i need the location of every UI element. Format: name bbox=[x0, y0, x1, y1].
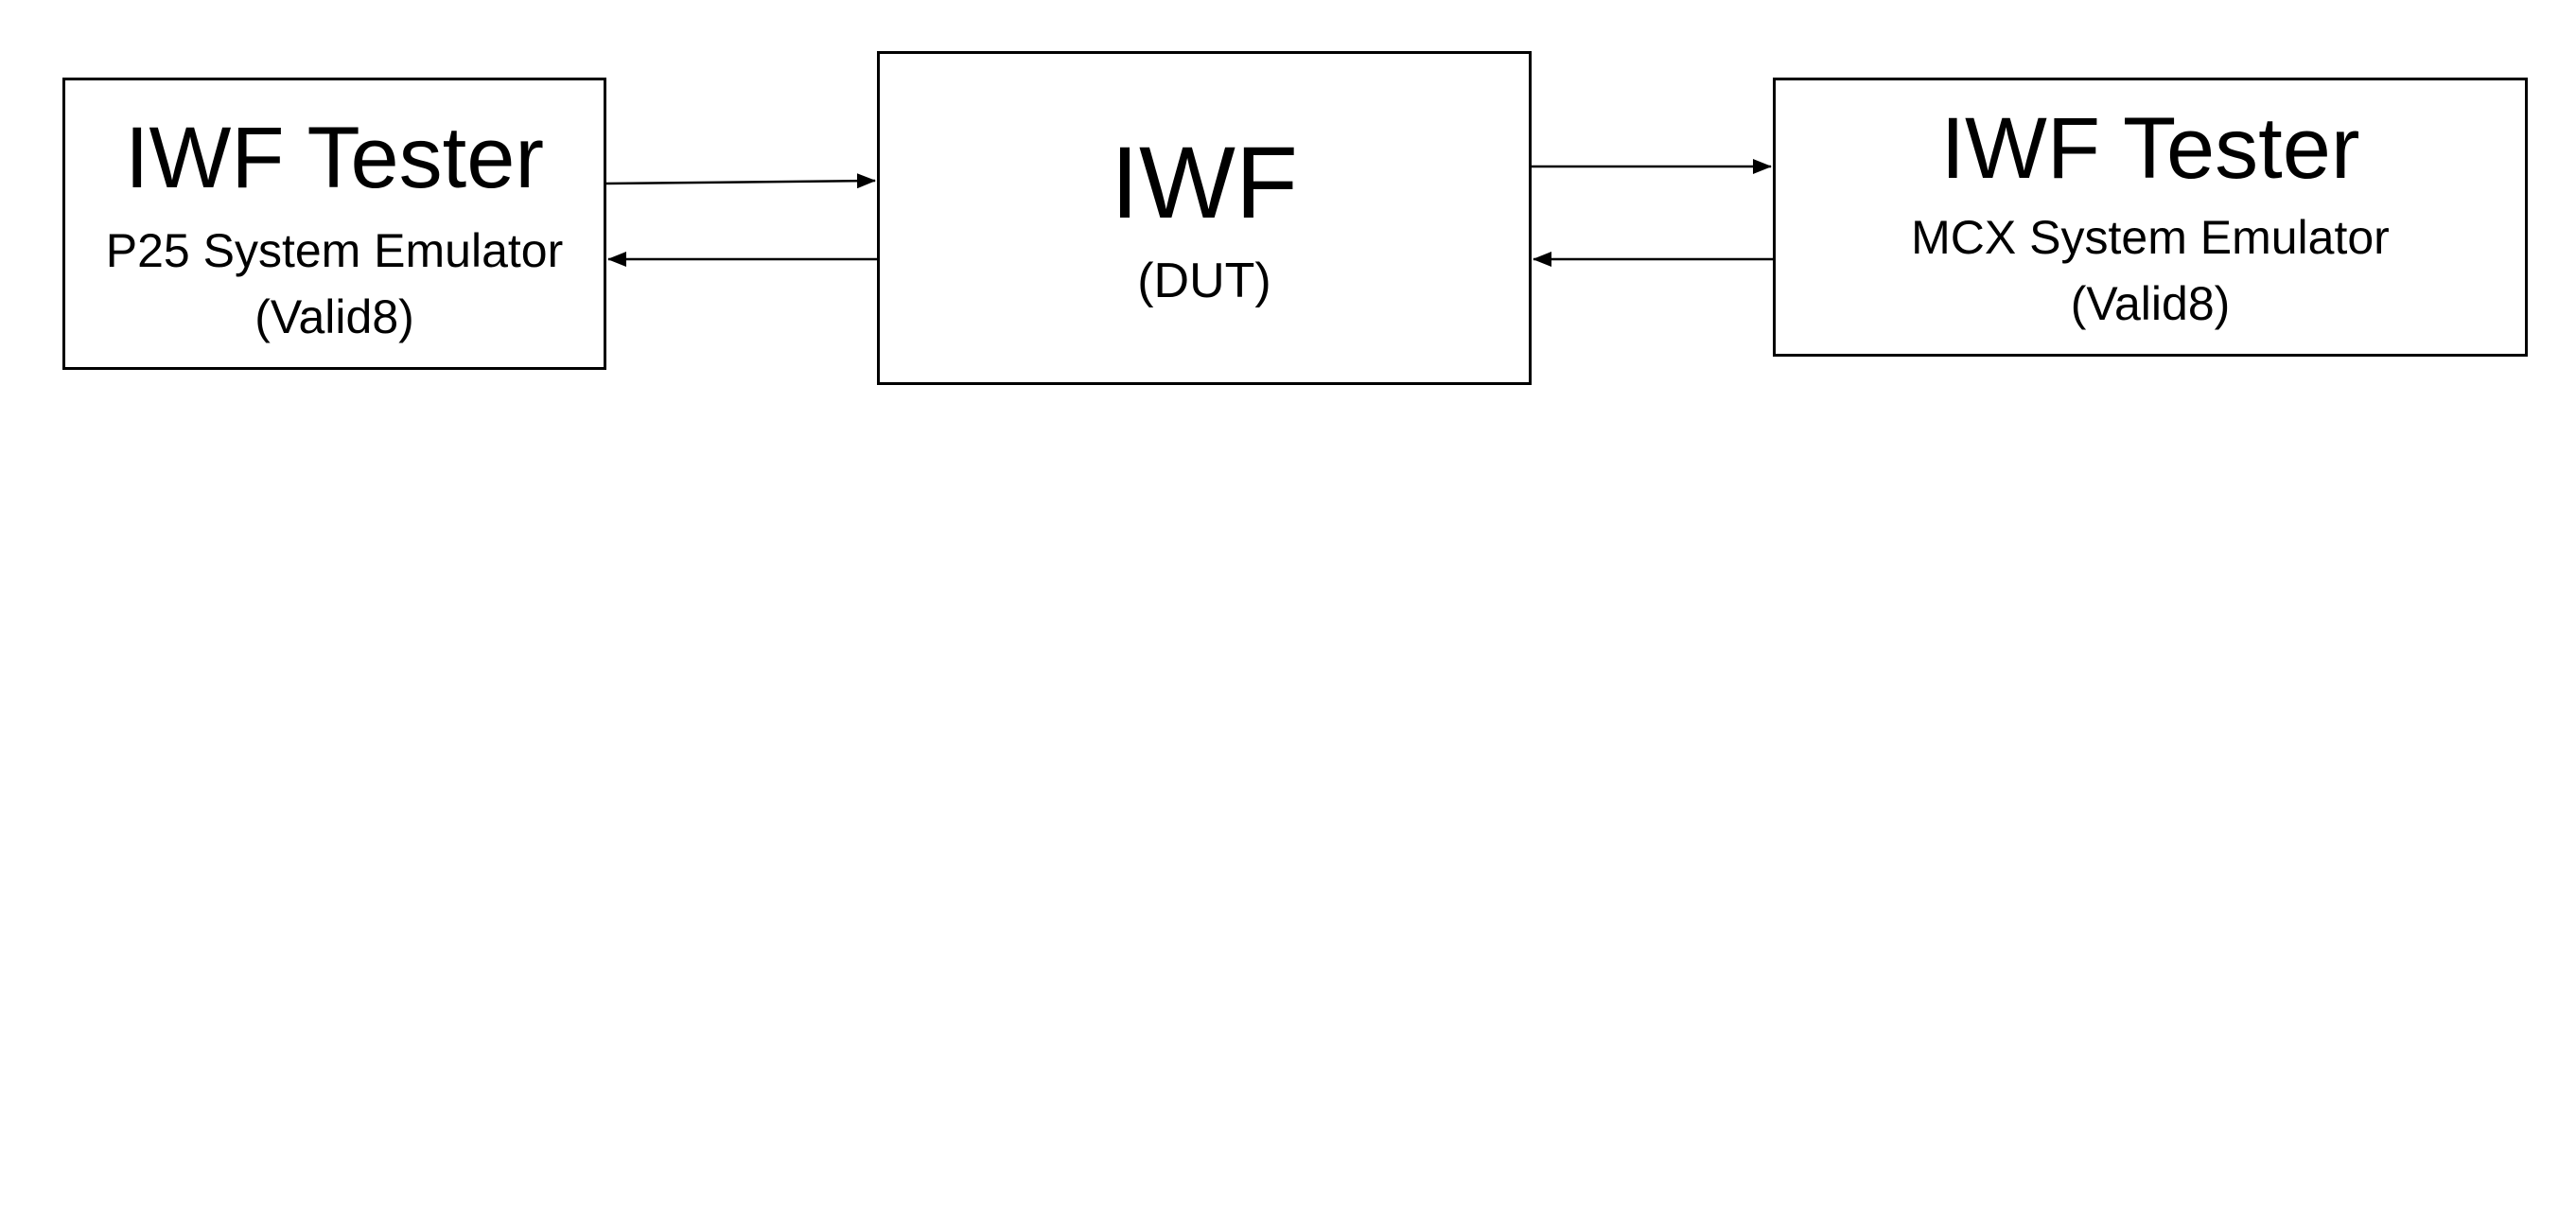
mcx-tester-subtitle: MCX System Emulator bbox=[1911, 211, 2390, 265]
iwf-dut-subtitle: (DUT) bbox=[1137, 254, 1271, 308]
iwf-dut-title: IWF bbox=[1111, 125, 1298, 239]
p25-tester-subtitle: P25 System Emulator bbox=[105, 224, 564, 278]
iwf-dut-node: IWF (DUT) bbox=[877, 51, 1532, 385]
mcx-tester-note: (Valid8) bbox=[2070, 277, 2231, 331]
mcx-tester-node: IWF Tester MCX System Emulator (Valid8) bbox=[1773, 78, 2528, 357]
p25-tester-title: IWF Tester bbox=[124, 110, 545, 206]
p25-tester-note: (Valid8) bbox=[254, 290, 414, 344]
p25-tester-node: IWF Tester P25 System Emulator (Valid8) bbox=[62, 78, 606, 370]
arrow-p25-to-iwf bbox=[605, 173, 876, 189]
mcx-tester-title: IWF Tester bbox=[1940, 100, 2360, 197]
